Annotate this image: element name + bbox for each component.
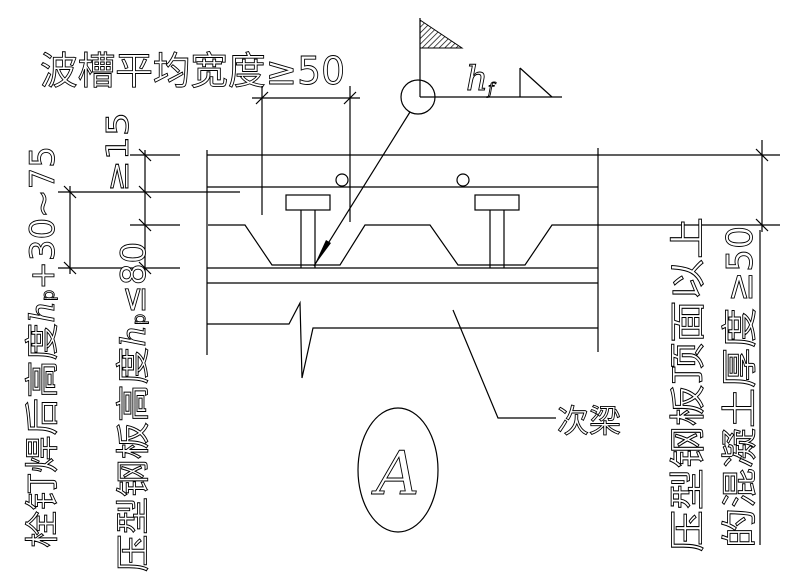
trough-width-dimension — [252, 86, 360, 222]
shear-stud — [474, 194, 520, 268]
rebar-icon — [335, 173, 349, 187]
slab-section — [206, 148, 599, 379]
right-dimension — [598, 140, 780, 545]
left-dimensions — [58, 148, 240, 275]
detail-label: A — [371, 439, 419, 509]
weld-size-label: hf — [466, 59, 497, 99]
top-cover-dimension: ≥15 — [101, 112, 136, 192]
weld-symbol: hf — [313, 18, 562, 267]
weld-flag-icon — [419, 19, 464, 49]
rebar-icon — [456, 173, 470, 187]
leader-arrow-icon — [314, 240, 331, 266]
deck-height-dimension: 压型钢板高度hp≤80 — [114, 242, 154, 572]
profiled-steel-deck — [208, 224, 598, 266]
trough-width-title: 波槽平均宽度≥50 — [40, 49, 345, 93]
concrete-thickness-label-1: 压型钢板顶面以上 — [668, 217, 709, 552]
beam-break-line — [207, 300, 598, 379]
shear-stud — [285, 194, 331, 268]
stud-height-dimension: 栓钉焊后高度hp+30~75 — [23, 146, 63, 548]
detail-bubble — [357, 407, 439, 533]
concrete-thickness-label-2: 的混凝土厚度≥50 — [720, 226, 761, 548]
secondary-beam-label: 次梁 — [557, 402, 621, 440]
